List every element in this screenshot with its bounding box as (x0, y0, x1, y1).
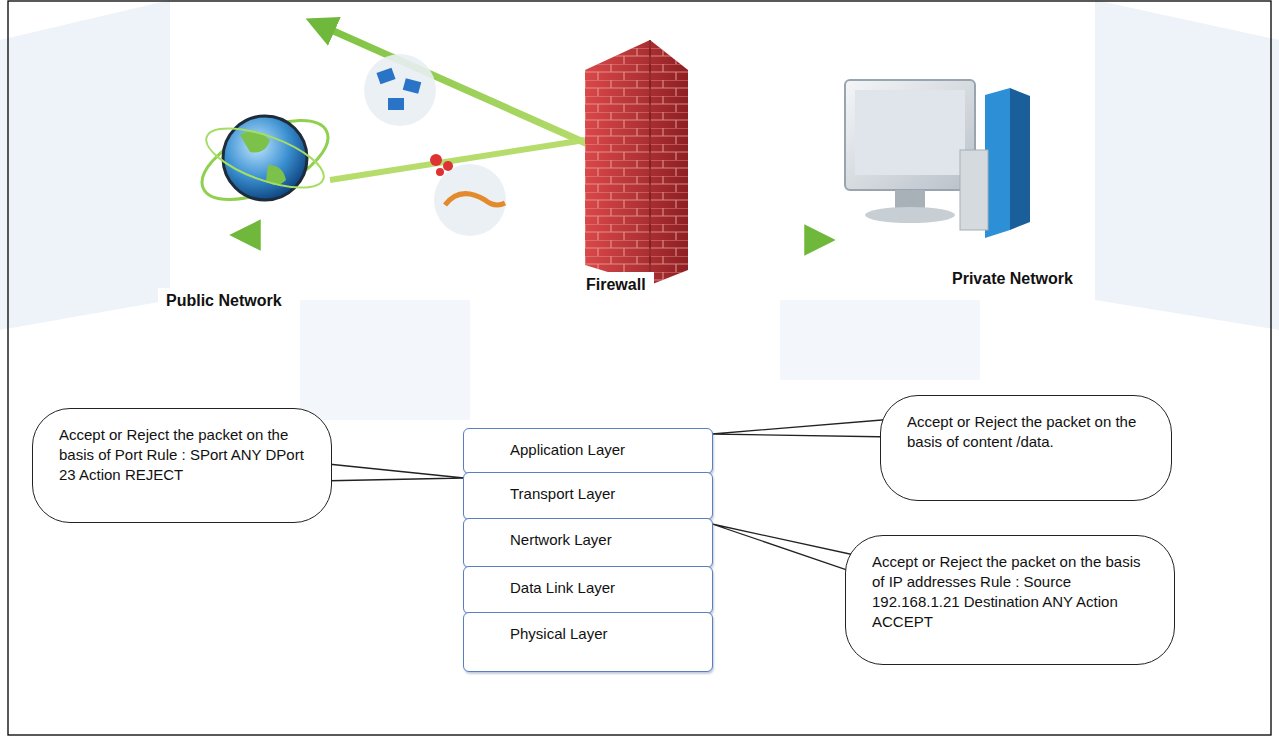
layer-box: Application Layer (463, 428, 713, 474)
callout-tail (712, 524, 859, 574)
layer-box: Physical Layer (463, 612, 713, 672)
callout-bubble: Accept or Reject the packet on the basis… (845, 535, 1175, 665)
callout-tail (318, 463, 464, 481)
network-label: Public Network (158, 288, 290, 314)
layer-box: Data Link Layer (463, 566, 713, 614)
callout-bubble: Accept or Reject the packet on the basis… (32, 408, 332, 523)
network-label: Private Network (944, 266, 1081, 292)
callout-tail-shape (712, 419, 894, 437)
callout-tail-shape (712, 524, 859, 574)
callout-text: Accept or Reject the packet on the basis… (872, 552, 1152, 632)
callout-tail-shape (318, 463, 464, 481)
layer-name: Transport Layer (510, 485, 702, 502)
network-label: Firewall (578, 272, 654, 298)
layer-name: Physical Layer (510, 625, 702, 642)
layer-name: Data Link Layer (510, 579, 702, 596)
callout-text: Accept or Reject the packet on the basis… (907, 412, 1149, 452)
callout-bubble: Accept or Reject the packet on the basis… (880, 395, 1172, 501)
layer-name: Application Layer (510, 441, 702, 458)
callout-tail (712, 419, 894, 437)
callout-text: Accept or Reject the packet on the basis… (59, 425, 309, 485)
layer-box: Nertwork Layer (463, 518, 713, 568)
layer-box: Transport Layer (463, 472, 713, 520)
layer-name: Nertwork Layer (510, 531, 702, 548)
